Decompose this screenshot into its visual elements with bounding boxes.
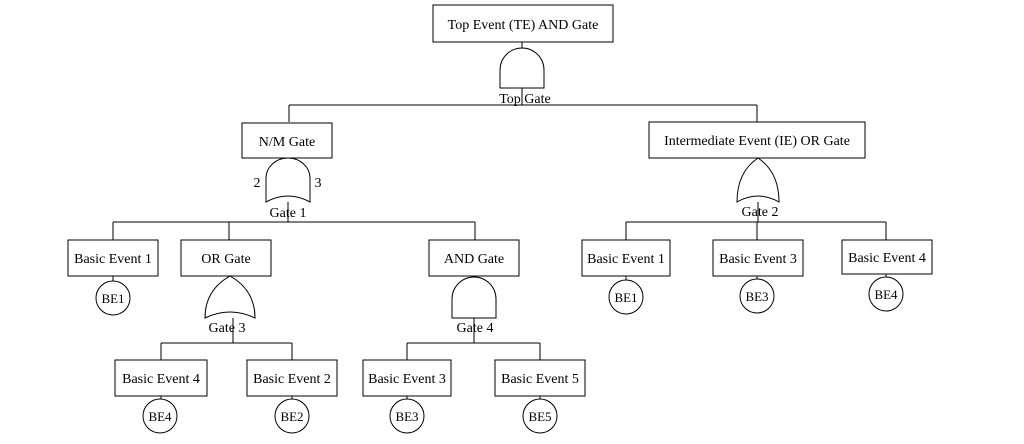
be4-left-circle: BE4 bbox=[142, 398, 178, 434]
be1-left-circle: BE1 bbox=[95, 280, 131, 316]
gate3-label: Gate 3 bbox=[209, 321, 246, 336]
be4-right-label: BE4 bbox=[874, 287, 898, 302]
ie-or-gate-label: Intermediate Event (IE) OR Gate bbox=[664, 134, 850, 149]
gate2-label: Gate 2 bbox=[742, 205, 779, 220]
be3-right-circle: BE3 bbox=[739, 278, 775, 314]
and-gate-event: AND Gate bbox=[428, 239, 520, 277]
basic-event-1-left-label: Basic Event 1 bbox=[74, 252, 152, 267]
and-gate-label: AND Gate bbox=[444, 252, 504, 267]
and-gate-icon bbox=[499, 47, 545, 89]
top-event: Top Event (TE) AND Gate bbox=[432, 4, 614, 43]
be5-circle: BE5 bbox=[522, 398, 558, 434]
or-gate-event: OR Gate bbox=[180, 239, 272, 277]
be1-right-circle: BE1 bbox=[608, 279, 644, 315]
basic-event-3-right: Basic Event 3 bbox=[712, 239, 804, 277]
be3-right-label: BE3 bbox=[745, 289, 768, 304]
connector-lines bbox=[112, 88, 887, 360]
basic-event-1-right: Basic Event 1 bbox=[581, 239, 671, 277]
basic-event-4-right-label: Basic Event 4 bbox=[848, 251, 926, 266]
and-gate-icon bbox=[451, 276, 497, 319]
basic-event-3-left: Basic Event 3 bbox=[362, 359, 452, 397]
nm-gate-event: N/M Gate bbox=[241, 122, 333, 159]
or-gate-label: OR Gate bbox=[201, 252, 250, 267]
be4-left-label: BE4 bbox=[148, 409, 172, 424]
be1-right-label: BE1 bbox=[614, 290, 637, 305]
basic-event-4-left: Basic Event 4 bbox=[114, 359, 208, 397]
be2-circle: BE2 bbox=[274, 398, 310, 434]
ie-or-gate-event: Intermediate Event (IE) OR Gate bbox=[648, 121, 866, 159]
top-gate-label: Top Gate bbox=[499, 92, 551, 107]
basic-event-2: Basic Event 2 bbox=[246, 359, 338, 397]
gate1-label: Gate 1 bbox=[270, 206, 307, 221]
be3-left-label: BE3 bbox=[395, 409, 418, 424]
basic-event-4-left-label: Basic Event 4 bbox=[122, 372, 200, 387]
basic-event-3-left-label: Basic Event 3 bbox=[368, 372, 446, 387]
top-event-label: Top Event (TE) AND Gate bbox=[448, 18, 599, 33]
be5-label: BE5 bbox=[528, 409, 551, 424]
gate4-label: Gate 4 bbox=[457, 321, 494, 336]
be1-left-label: BE1 bbox=[101, 291, 124, 306]
nm-gate-label: N/M Gate bbox=[259, 135, 315, 150]
basic-event-3-right-label: Basic Event 3 bbox=[719, 252, 797, 267]
or-gate-icon bbox=[736, 157, 780, 203]
basic-event-1-right-label: Basic Event 1 bbox=[587, 252, 665, 267]
or-gate-icon bbox=[204, 275, 256, 319]
basic-event-5: Basic Event 5 bbox=[494, 359, 586, 397]
nm-gate-k-label: 2 bbox=[254, 176, 261, 191]
basic-event-2-label: Basic Event 2 bbox=[253, 372, 331, 387]
be4-right-circle: BE4 bbox=[868, 276, 904, 312]
nm-vote-gate-icon bbox=[265, 157, 311, 203]
basic-event-1-left: Basic Event 1 bbox=[67, 239, 159, 277]
be3-left-circle: BE3 bbox=[389, 398, 425, 434]
nm-gate-n-label: 3 bbox=[315, 176, 322, 191]
basic-event-5-label: Basic Event 5 bbox=[501, 372, 579, 387]
basic-event-4-right: Basic Event 4 bbox=[841, 239, 933, 275]
be2-label: BE2 bbox=[280, 409, 303, 424]
